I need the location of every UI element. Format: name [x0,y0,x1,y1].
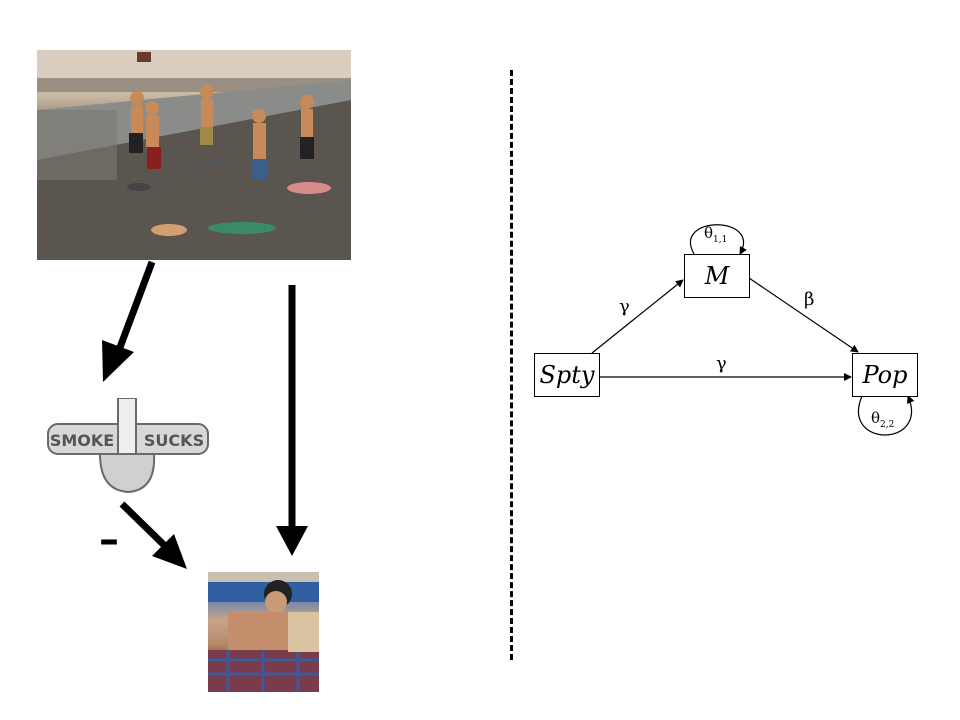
svg-text:SMOKE: SMOKE [50,431,114,450]
arrow-skate-to-logo-head [102,340,134,382]
smoke-sucks-logo: SMOKE SUCKS [46,398,210,494]
node-mediator: M [684,254,750,298]
label-spty-to-pop: γ [716,353,727,374]
variance-subscript-m: 1,1 [713,235,728,245]
teen-photo [208,572,319,692]
svg-text:SUCKS: SUCKS [144,431,204,450]
panel-divider [510,70,513,660]
label-spty-to-m: γ [619,296,630,317]
smoke-sucks-logo-graphic: SMOKE SUCKS [47,398,209,494]
skateboarders-illustration [37,50,351,260]
variance-loop-m [690,224,747,255]
arrow-logo-to-teen [119,501,167,548]
variance-label-m: θ1,1 [704,224,727,245]
variance-loop-pop [858,395,915,436]
arrow-logo-to-teen-head [152,534,187,569]
arrow-skate-to-teen-head [276,526,308,556]
arrow-skate-to-logo [115,260,156,352]
variance-symbol-m: θ [704,224,714,242]
edge-spty-to-m [591,279,684,354]
variance-symbol-pop: θ [871,409,881,427]
node-predictor: Spty [534,353,600,397]
negative-effect-sign: – [99,517,119,563]
node-outcome: Pop [852,353,918,397]
edge-m-to-pop [748,277,859,353]
skateboarders-photo [37,50,351,260]
variance-subscript-pop: 2,2 [880,420,895,430]
label-m-to-pop: β [804,289,815,310]
teen-illustration [208,572,319,692]
variance-label-pop: θ2,2 [871,409,894,430]
